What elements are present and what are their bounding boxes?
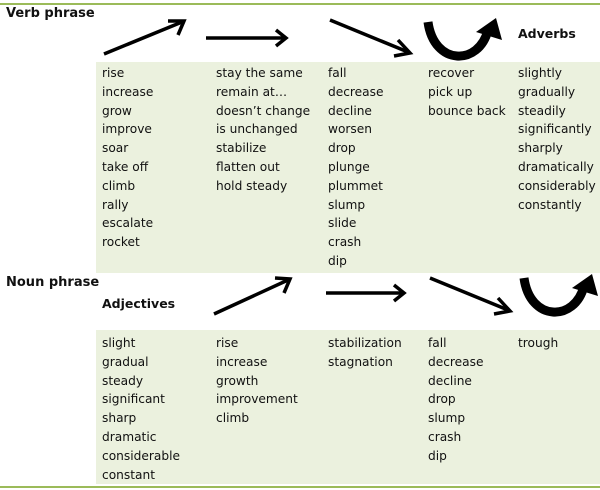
noun-col-trough: trough xyxy=(518,334,558,353)
word: flatten out xyxy=(216,159,280,174)
word: fall xyxy=(428,336,447,350)
word: improvement xyxy=(216,392,298,407)
word: significantly xyxy=(518,122,592,137)
word: is unchanged xyxy=(216,122,298,137)
flat-trend-arrow-icon xyxy=(326,283,407,303)
word: crash xyxy=(428,429,462,444)
word: decrease xyxy=(428,354,484,369)
trough-curve-arrow-icon xyxy=(519,274,598,317)
word: sharp xyxy=(102,411,137,426)
word: crash xyxy=(328,235,362,250)
word: stay the same xyxy=(216,66,303,80)
word: escalate xyxy=(102,216,154,231)
word: rocket xyxy=(102,235,140,250)
word: plunge xyxy=(328,159,370,174)
word: soar xyxy=(102,141,129,156)
word: drop xyxy=(328,141,356,156)
adjectives-header: Adjectives xyxy=(102,296,176,311)
noun-col-rise: rise increase growth improvement climb xyxy=(216,334,298,428)
word: stabilize xyxy=(216,141,267,156)
top-rule xyxy=(0,3,600,5)
word: bounce back xyxy=(428,103,506,118)
word: recover xyxy=(428,66,475,80)
word: remain at… xyxy=(216,84,288,99)
word: pick up xyxy=(428,84,473,99)
up-trend-arrow-icon xyxy=(213,276,293,316)
word: constantly xyxy=(518,197,582,212)
word: climb xyxy=(102,178,136,193)
word: considerable xyxy=(102,448,180,463)
word: significant xyxy=(102,392,165,407)
word: dip xyxy=(428,448,447,463)
word: slump xyxy=(428,411,466,426)
word: take off xyxy=(102,159,149,174)
word: decrease xyxy=(328,84,384,99)
word: slide xyxy=(328,216,357,231)
word: doesn’t change xyxy=(216,103,311,118)
word: slightly xyxy=(518,66,562,80)
verb-phrase-title: Verb phrase xyxy=(6,6,95,21)
up-trend-arrow-icon xyxy=(103,19,187,56)
word: improve xyxy=(102,122,152,137)
word: decline xyxy=(328,103,372,118)
verb-col-adverbs: slightly gradually steadily significantl… xyxy=(518,64,596,214)
word: plummet xyxy=(328,178,383,193)
word: sharply xyxy=(518,141,563,156)
word: growth xyxy=(216,373,259,388)
word: increase xyxy=(216,354,268,369)
verb-col-stay: stay the same remain at… doesn’t change … xyxy=(216,64,310,196)
word: drop xyxy=(428,392,456,407)
noun-words-band xyxy=(96,330,600,484)
word: increase xyxy=(102,84,154,99)
verb-words-band xyxy=(96,62,600,273)
word: slight xyxy=(102,336,136,350)
noun-col-fall: fall decrease decline drop slump crash d… xyxy=(428,334,484,466)
word: stabilization xyxy=(328,336,402,350)
word: gradual xyxy=(102,354,149,369)
word: trough xyxy=(518,336,559,350)
word: gradually xyxy=(518,84,576,99)
verb-col-fall: fall decrease decline worsen drop plunge… xyxy=(328,64,384,271)
noun-col-stable: stabilization stagnation xyxy=(328,334,402,372)
down-trend-arrow-icon xyxy=(429,276,514,316)
down-trend-arrow-icon xyxy=(329,18,414,58)
noun-col-adjectives: slight gradual steady significant sharp … xyxy=(102,334,180,484)
word: considerably xyxy=(518,178,596,193)
adverbs-header: Adverbs xyxy=(518,26,576,41)
bottom-rule xyxy=(0,486,600,488)
word: climb xyxy=(216,411,250,426)
word: steady xyxy=(102,373,144,388)
noun-phrase-title: Noun phrase xyxy=(6,275,100,290)
word: stagnation xyxy=(328,354,393,369)
word: steadily xyxy=(518,103,566,118)
word: fall xyxy=(328,66,347,80)
word: worsen xyxy=(328,122,373,137)
word: dip xyxy=(328,253,347,268)
recovery-curve-arrow-icon xyxy=(423,18,502,61)
word: dramatically xyxy=(518,159,594,174)
verb-col-rise: rise increase grow improve soar take off… xyxy=(102,64,153,252)
word: rise xyxy=(216,336,239,350)
word: hold steady xyxy=(216,178,288,193)
verb-col-recover: recover pick up bounce back xyxy=(428,64,506,120)
word: decline xyxy=(428,373,472,388)
word: rally xyxy=(102,197,129,212)
word: rise xyxy=(102,66,125,80)
word: constant xyxy=(102,467,155,482)
flat-trend-arrow-icon xyxy=(206,28,289,48)
word: slump xyxy=(328,197,366,212)
word: grow xyxy=(102,103,132,118)
word: dramatic xyxy=(102,429,157,444)
